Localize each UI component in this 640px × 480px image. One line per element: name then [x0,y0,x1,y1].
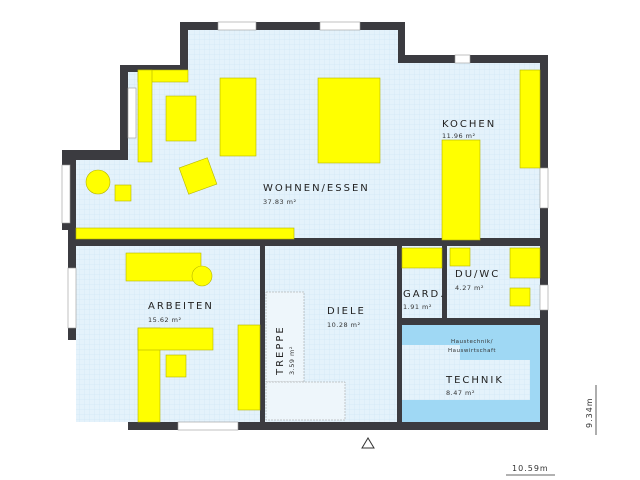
room-area-duwc: 4.27 m² [455,284,484,292]
technik-note-2: Hauswirtschaft [448,348,496,354]
inner-walls [68,238,548,424]
room-area-kochen: 11.96 m² [442,132,476,140]
room-name-treppe: TREPPE [275,325,286,376]
room-name-kochen: KOCHEN [442,119,496,130]
room-area-wohnen: 37.83 m² [263,198,297,206]
width-dimension: 10.59m [512,464,549,473]
windows [61,21,549,431]
room-area-treppe: 3.59 m² [288,346,296,375]
dimensions: 10.59m 9.34m [506,385,597,476]
room-name-duwc: DU/WC [455,269,500,280]
room-name-technik: TECHNIK [445,375,504,386]
stairs [265,291,346,421]
room-name-diele: DIELE [327,306,366,317]
room-labels: WOHNEN/ESSEN 37.83 m² KOCHEN 11.96 m² AR… [148,119,504,397]
technik-note-1: Haustechnik/ [451,339,493,345]
furniture [75,69,541,423]
room-name-gard: GARD. [403,289,445,300]
entrance-icon [361,437,375,449]
room-area-diele: 10.28 m² [327,321,361,329]
room-area-arbeiten: 15.62 m² [148,316,182,324]
room-name-wohnen: WOHNEN/ESSEN [263,183,370,194]
room-area-technik: 8.47 m² [446,389,475,397]
room-area-gard: 1.91 m² [403,303,432,311]
depth-dimension: 9.34m [585,397,594,428]
room-name-arbeiten: ARBEITEN [148,301,214,312]
